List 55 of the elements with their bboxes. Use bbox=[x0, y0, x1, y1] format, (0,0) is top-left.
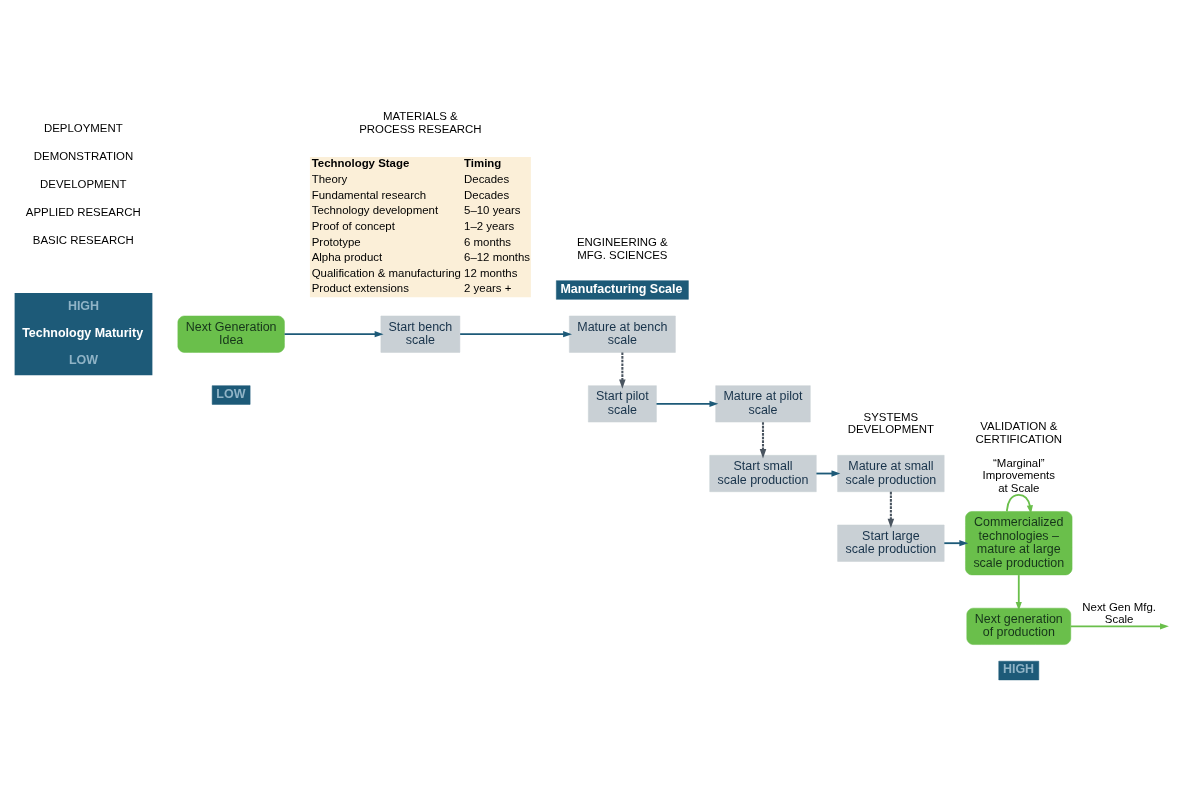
node-box: Next generation of production bbox=[966, 607, 1072, 645]
label: Technology development bbox=[311, 204, 439, 217]
label: DEMONSTRATION bbox=[33, 149, 134, 162]
label: 6–12 months bbox=[464, 251, 531, 264]
arrow bbox=[459, 331, 572, 338]
label: 2 years + bbox=[464, 282, 512, 295]
label: Manufacturing Scale bbox=[560, 281, 683, 296]
arrow bbox=[283, 331, 384, 338]
label: Timing bbox=[464, 157, 502, 170]
arrow bbox=[1015, 574, 1022, 611]
arrow bbox=[759, 422, 767, 459]
arrow bbox=[887, 491, 895, 529]
label: LOW bbox=[68, 352, 99, 367]
label: SYSTEMS DEVELOPMENT bbox=[847, 410, 935, 436]
arrow bbox=[655, 400, 719, 407]
label: HIGH bbox=[67, 298, 100, 313]
label: Fundamental research bbox=[311, 188, 427, 201]
label: Technology Stage bbox=[311, 157, 410, 170]
label: APPLIED RESEARCH bbox=[25, 205, 141, 218]
label: Theory bbox=[311, 173, 348, 186]
label: MATERIALS & PROCESS RESEARCH bbox=[359, 110, 482, 135]
label: 1–2 years bbox=[464, 220, 515, 233]
arrow bbox=[1006, 493, 1033, 515]
arrow bbox=[943, 540, 969, 547]
edge-label: “Marginal” Improvements at Scale bbox=[982, 456, 1055, 494]
label: VALIDATION & CERTIFICATION bbox=[975, 420, 1063, 445]
label: BASIC RESEARCH bbox=[32, 234, 134, 247]
label: HIGH bbox=[1002, 662, 1035, 677]
node-box: Mature at small scale production bbox=[837, 455, 945, 492]
label: 12 months bbox=[464, 266, 518, 279]
label: 6 months bbox=[464, 235, 512, 248]
label: Prototype bbox=[311, 235, 361, 248]
label: Alpha product bbox=[311, 251, 383, 264]
node-box: Start small scale production bbox=[709, 455, 817, 492]
label: ENGINEERING & MFG. SCIENCES bbox=[576, 236, 668, 261]
label: DEPLOYMENT bbox=[43, 121, 123, 134]
node-box: Mature at pilot scale bbox=[715, 385, 811, 423]
node-box: Next Generation Idea bbox=[177, 315, 285, 353]
label: Proof of concept bbox=[311, 220, 395, 233]
label: 5–10 years bbox=[464, 204, 521, 217]
node-box: Mature at bench scale bbox=[569, 315, 676, 353]
label: Decades bbox=[464, 173, 510, 186]
label: Technology Maturity bbox=[22, 325, 144, 340]
node-box: Start large scale production bbox=[837, 524, 945, 562]
arrow bbox=[1069, 623, 1169, 630]
label: Qualification & manufacturing bbox=[311, 266, 461, 279]
label: Decades bbox=[464, 188, 510, 201]
node-box: Start pilot scale bbox=[588, 385, 657, 423]
label: LOW bbox=[216, 386, 246, 401]
node-box: Commercialized technologies – mature at large scale production bbox=[965, 511, 1073, 576]
node-box: Start bench scale bbox=[380, 315, 461, 353]
edge-label: Next Gen Mfg. Scale bbox=[1082, 600, 1156, 626]
label: Product extensions bbox=[311, 282, 409, 295]
label: DEVELOPMENT bbox=[40, 177, 127, 190]
arrow bbox=[619, 352, 626, 389]
